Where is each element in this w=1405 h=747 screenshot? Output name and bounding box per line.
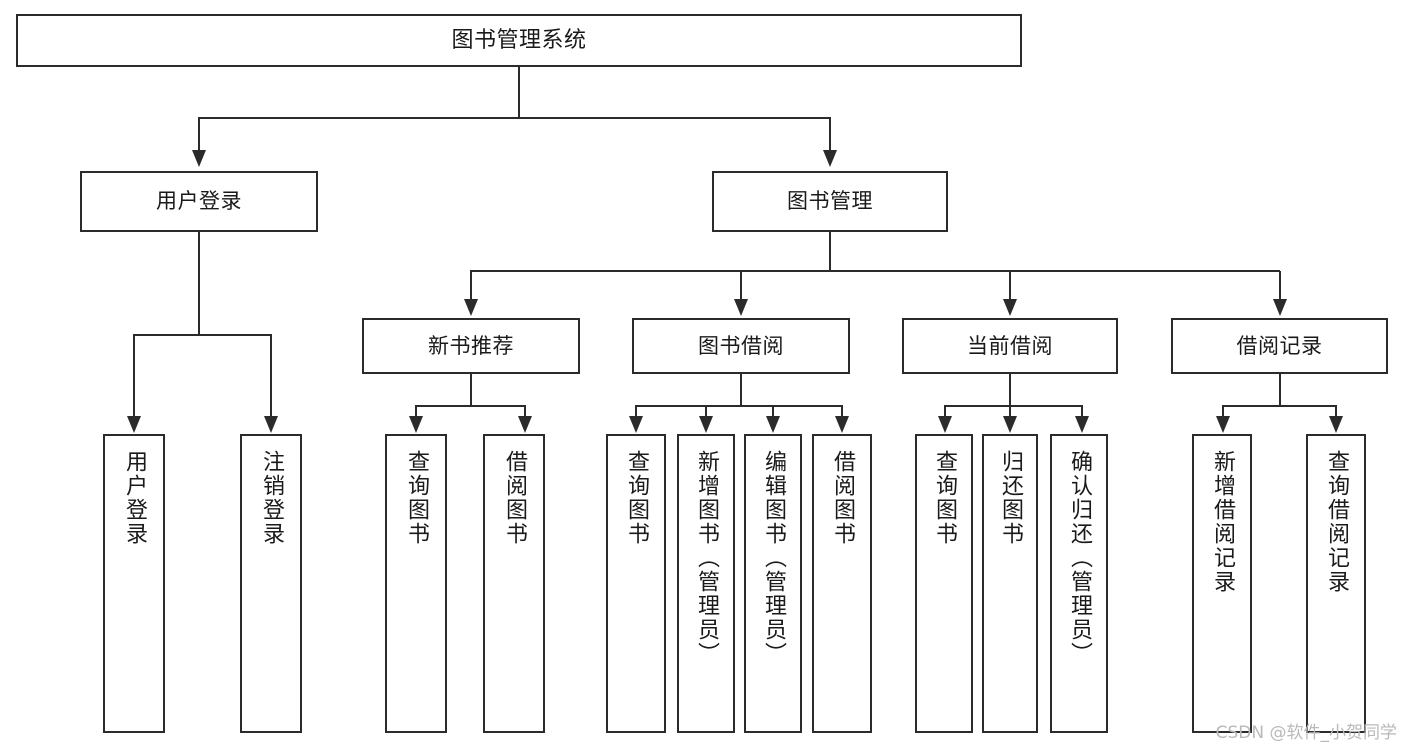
arrow-newbook-to-leaf1-icon	[409, 416, 423, 433]
node-label: 借阅图书	[501, 450, 527, 546]
node-new-book-recommend[interactable]: 新书推荐	[362, 318, 580, 374]
edge-bookborrow-to-leaf1	[635, 406, 637, 418]
edge-bookborrow-stem	[740, 374, 742, 406]
edge-bookmgmt-bus	[470, 270, 1280, 272]
edge-borrowrecord-to-leaf1	[1222, 406, 1224, 418]
node-leaf-logout[interactable]: 注销登录	[240, 434, 302, 733]
node-leaf-return-book[interactable]: 归还图书	[982, 434, 1038, 733]
edge-bookborrow-bus	[635, 405, 843, 407]
arrow-bookmgmt-to-l3-4-icon	[1273, 299, 1287, 316]
node-label: 归还图书	[997, 450, 1023, 546]
arrow-currentborrow-to-leaf1-icon	[938, 416, 952, 433]
node-label: 查询借阅记录	[1323, 450, 1349, 594]
edge-root-bus	[198, 117, 831, 119]
edge-currentborrow-to-leaf3	[1081, 406, 1083, 418]
edge-newbook-stem	[470, 374, 472, 406]
node-leaf-add-borrow-record[interactable]: 新增借阅记录	[1192, 434, 1252, 733]
arrow-bookborrow-to-leaf2-icon	[699, 416, 713, 433]
edge-borrowrecord-to-leaf2	[1335, 406, 1337, 418]
edge-newbook-to-leaf2	[524, 406, 526, 418]
node-label: 用户登录	[121, 450, 147, 546]
arrow-bookborrow-to-leaf4-icon	[835, 416, 849, 433]
node-leaf-add-book-admin[interactable]: 新增图书（管理员）	[677, 434, 735, 733]
node-label: 新增借阅记录	[1209, 450, 1235, 594]
node-label: 当前借阅	[967, 333, 1053, 358]
arrow-root-to-bookmgmt-icon	[823, 150, 837, 167]
node-leaf-borrow-book-recommend[interactable]: 借阅图书	[483, 434, 545, 733]
node-label: 借阅记录	[1236, 333, 1323, 358]
edge-bookborrow-to-leaf3	[772, 406, 774, 418]
edge-currentborrow-stem	[1009, 374, 1011, 406]
edge-root-stem	[518, 67, 520, 119]
node-book-borrow[interactable]: 图书借阅	[632, 318, 850, 374]
node-label: 注销登录	[258, 450, 284, 546]
edge-root-to-userlogin	[198, 118, 200, 152]
node-leaf-edit-book-admin[interactable]: 编辑图书（管理员）	[744, 434, 802, 733]
node-label: 借阅图书	[829, 450, 855, 546]
node-leaf-query-book-current[interactable]: 查询图书	[915, 434, 973, 733]
arrow-currentborrow-to-leaf3-icon	[1075, 416, 1089, 433]
arrow-bookborrow-to-leaf1-icon	[629, 416, 643, 433]
edge-bookmgmt-stem	[829, 232, 831, 271]
node-label: 新书推荐	[428, 333, 514, 358]
edge-borrowrecord-stem	[1279, 374, 1281, 406]
node-root-system[interactable]: 图书管理系统	[16, 14, 1022, 67]
node-leaf-user-login[interactable]: 用户登录	[103, 434, 165, 733]
edge-currentborrow-to-leaf1	[944, 406, 946, 418]
edge-userlogin-to-leaf2	[270, 335, 272, 418]
edge-bookmgmt-to-l3-4	[1279, 271, 1281, 301]
arrow-newbook-to-leaf2-icon	[518, 416, 532, 433]
node-leaf-query-book-borrow[interactable]: 查询图书	[606, 434, 666, 733]
arrow-currentborrow-to-leaf2-icon	[1003, 416, 1017, 433]
edge-root-to-bookmgmt	[829, 118, 831, 152]
node-user-login[interactable]: 用户登录	[80, 171, 318, 232]
node-label: 查询图书	[931, 450, 957, 546]
arrow-borrowrecord-to-leaf2-icon	[1329, 416, 1343, 433]
edge-userlogin-to-leaf1	[133, 335, 135, 418]
node-borrow-record[interactable]: 借阅记录	[1171, 318, 1388, 374]
node-leaf-query-borrow-record[interactable]: 查询借阅记录	[1306, 434, 1366, 733]
edge-bookborrow-to-leaf4	[841, 406, 843, 418]
edge-borrowrecord-bus	[1222, 405, 1337, 407]
node-label: 查询图书	[403, 450, 429, 546]
arrow-bookborrow-to-leaf3-icon	[766, 416, 780, 433]
node-label: 查询图书	[623, 450, 649, 546]
edge-userlogin-bus	[133, 334, 272, 336]
edge-currentborrow-bus	[944, 405, 1083, 407]
edge-bookmgmt-to-l3-2	[740, 271, 742, 301]
edge-currentborrow-to-leaf2	[1009, 406, 1011, 418]
node-leaf-confirm-return-admin[interactable]: 确认归还（管理员）	[1050, 434, 1108, 733]
edge-newbook-bus	[415, 405, 526, 407]
arrow-root-to-userlogin-icon	[192, 150, 206, 167]
node-book-management[interactable]: 图书管理	[712, 171, 948, 232]
node-label: 图书管理系统	[451, 27, 587, 53]
arrow-borrowrecord-to-leaf1-icon	[1216, 416, 1230, 433]
edge-bookmgmt-to-l3-3	[1009, 271, 1011, 301]
node-current-borrow[interactable]: 当前借阅	[902, 318, 1118, 374]
edge-bookborrow-to-leaf2	[705, 406, 707, 418]
edge-newbook-to-leaf1	[415, 406, 417, 418]
arrow-userlogin-to-leaf2-icon	[264, 416, 278, 433]
node-label: 图书借阅	[698, 333, 784, 358]
arrow-userlogin-to-leaf1-icon	[127, 416, 141, 433]
node-leaf-query-book-recommend[interactable]: 查询图书	[385, 434, 447, 733]
node-label: 编辑图书（管理员）	[760, 450, 786, 666]
node-label: 用户登录	[156, 189, 242, 214]
arrow-bookmgmt-to-l3-2-icon	[734, 299, 748, 316]
node-label: 新增图书（管理员）	[693, 450, 719, 666]
edge-bookmgmt-to-l3-1	[470, 271, 472, 301]
node-label: 图书管理	[787, 189, 873, 214]
arrow-bookmgmt-to-l3-3-icon	[1003, 299, 1017, 316]
arrow-bookmgmt-to-l3-1-icon	[464, 299, 478, 316]
node-leaf-borrow-book[interactable]: 借阅图书	[812, 434, 872, 733]
edge-userlogin-stem	[198, 232, 200, 335]
node-label: 确认归还（管理员）	[1066, 450, 1092, 666]
